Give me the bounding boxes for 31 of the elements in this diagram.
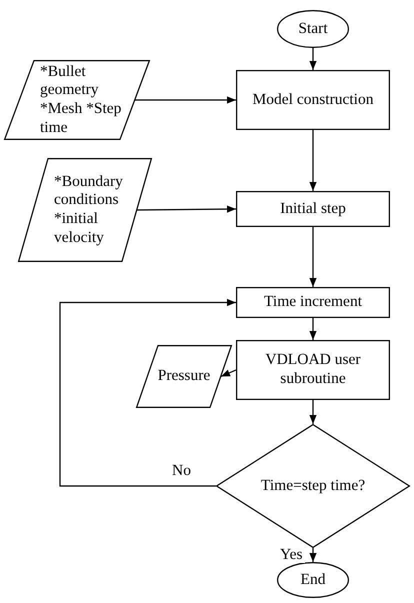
arrow	[309, 548, 317, 562]
arrow	[137, 206, 236, 213]
input-parallelogram	[4, 60, 150, 140]
arrow	[59, 298, 236, 487]
arrow	[309, 318, 317, 340]
input-parallelogram	[18, 158, 152, 262]
arrow	[309, 48, 317, 70]
node-label: VDLOAD user subroutine	[264, 351, 362, 389]
node-label: Initial step	[280, 200, 346, 218]
arrow	[220, 369, 236, 378]
start-terminal	[277, 10, 349, 48]
edge-label: Yes	[278, 546, 305, 564]
node-label: Model construction	[252, 90, 374, 110]
arrow	[309, 130, 317, 191]
arrow	[309, 400, 317, 424]
end-terminal	[277, 562, 349, 598]
output-parallelogram	[136, 345, 232, 408]
arrow	[135, 96, 236, 104]
process-box	[236, 287, 390, 318]
node-label: *Boundary conditions *initial velocity	[54, 172, 124, 248]
process-box	[236, 191, 390, 227]
node-label: Time increment	[264, 293, 362, 312]
node-label: Pressure	[158, 367, 210, 386]
node-label: *Bullet geometry *Mesh *Step time	[40, 62, 122, 138]
process-box	[236, 340, 390, 400]
process-box	[236, 70, 390, 130]
arrow	[309, 227, 317, 287]
node-label: Start	[298, 20, 328, 38]
decision-diamond	[216, 424, 410, 548]
node-label: Time=step time?	[260, 476, 366, 496]
node-label: End	[300, 570, 326, 590]
